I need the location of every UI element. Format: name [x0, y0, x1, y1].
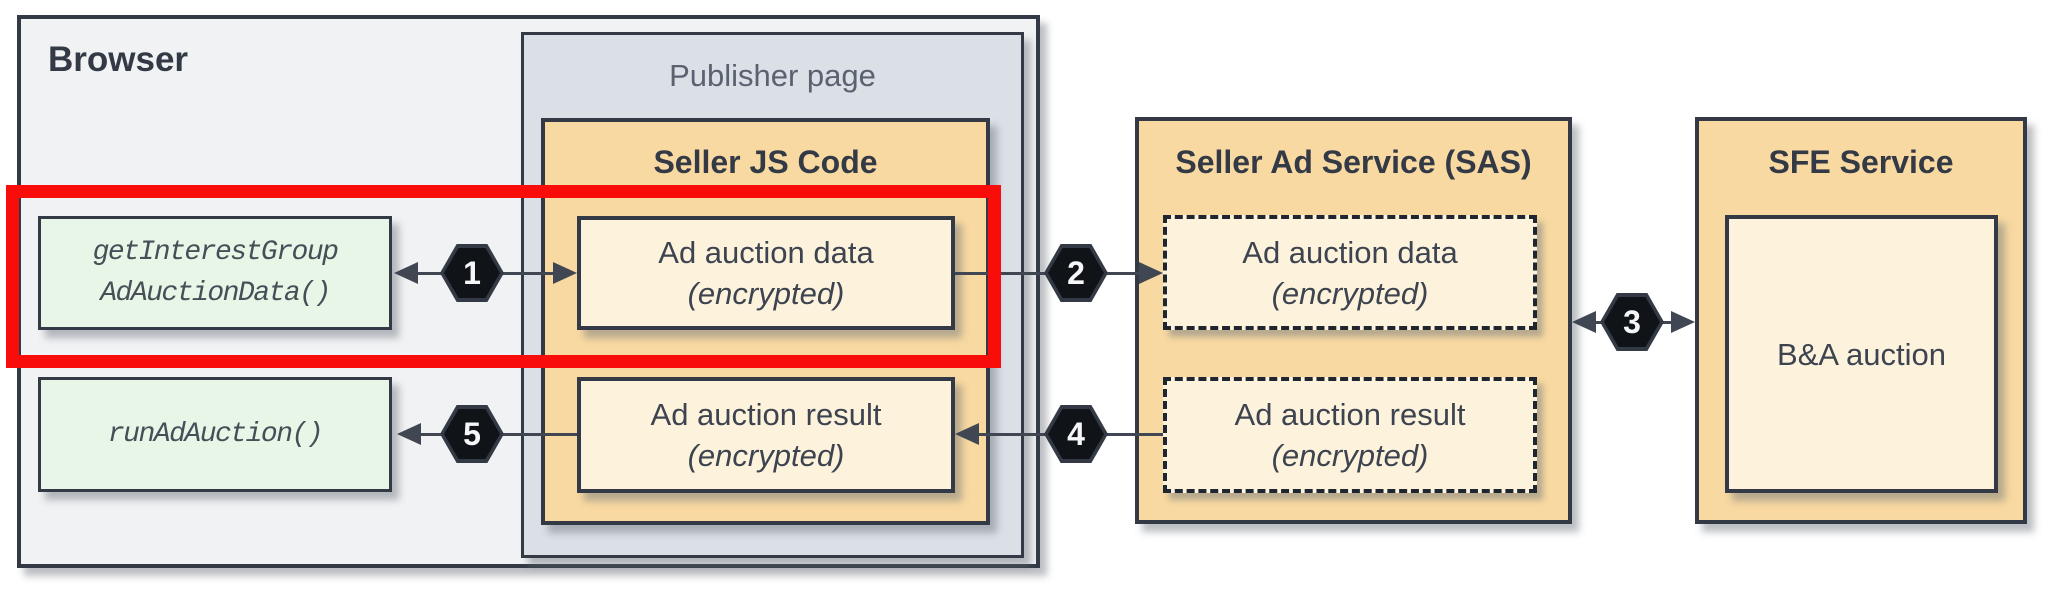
get-interest-group-box: getInterestGroup AdAuctionData()	[38, 216, 392, 330]
publisher-page-title: Publisher page	[669, 58, 876, 93]
run-ad-auction-box: runAdAuction()	[38, 377, 392, 492]
ba-auction-box: B&A auction	[1725, 215, 1998, 493]
browser-title: Browser	[48, 40, 189, 79]
ad-auction-data-label: Ad auction data	[658, 235, 874, 270]
highlight-red-box	[6, 185, 1001, 368]
seller-js-ad-auction-result-box: Ad auction result (encrypted)	[577, 377, 955, 493]
step-number: 2	[1048, 248, 1104, 298]
sas-ad-auction-data-box: Ad auction data (encrypted)	[1163, 215, 1537, 330]
arrowhead-right-icon	[1139, 262, 1163, 284]
seller-js-title: Seller JS Code	[653, 144, 878, 180]
run-ad-auction-line1: runAdAuction()	[107, 419, 324, 450]
seller-js-ad-auction-data-box: Ad auction data (encrypted)	[577, 216, 955, 330]
sas-ad-auction-data-sublabel: (encrypted)	[1271, 275, 1429, 311]
step-number: 5	[444, 409, 500, 459]
sfe-title: SFE Service	[1768, 144, 1954, 180]
arrowhead-right-icon	[553, 262, 577, 284]
ad-auction-data-sublabel: (encrypted)	[687, 276, 845, 311]
ad-auction-result-label: Ad auction result	[650, 397, 882, 432]
step-number: 3	[1604, 297, 1660, 347]
step-badge-4: 4	[1044, 405, 1108, 463]
sas-ad-auction-result-box: Ad auction result (encrypted)	[1163, 377, 1537, 493]
step-number: 4	[1048, 409, 1104, 459]
get-interest-group-line2: AdAuctionData()	[100, 278, 331, 309]
sas-title: Seller Ad Service (SAS)	[1175, 144, 1532, 180]
sas-ad-auction-data-label: Ad auction data	[1242, 234, 1458, 270]
sas-ad-auction-result-sublabel: (encrypted)	[1271, 438, 1429, 473]
arrowhead-right-icon	[1671, 311, 1695, 333]
ba-auction-label: B&A auction	[1777, 336, 1946, 372]
step-badge-3: 3	[1600, 293, 1664, 351]
step-badge-2: 2	[1044, 244, 1108, 302]
ad-auction-result-sublabel: (encrypted)	[687, 438, 845, 473]
sas-ad-auction-result-label: Ad auction result	[1234, 397, 1466, 432]
get-interest-group-line1: getInterestGroup	[92, 237, 339, 268]
